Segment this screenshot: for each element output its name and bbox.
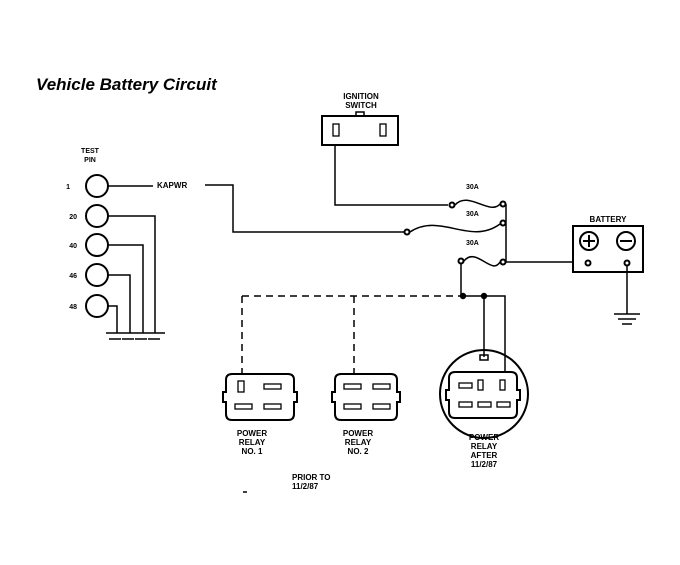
power-relay-2: POWER RELAY NO. 2	[331, 373, 401, 456]
fuse-1-element	[454, 199, 501, 208]
battery-label: BATTERY	[590, 215, 628, 224]
test-pin-20	[85, 204, 109, 228]
wire-pin20-ground	[108, 215, 156, 333]
power-relay-1-pin-4	[263, 403, 282, 410]
ignition-switch-label-1: IGNITION	[343, 92, 379, 101]
power-relay-1-pin-2	[263, 383, 282, 390]
wire-pin48-ground	[108, 305, 118, 333]
power-relay-3-pin-1	[458, 382, 473, 389]
power-relay-3: POWER RELAY AFTER 11/2/87	[439, 349, 529, 469]
fuse-1-rating: 30A	[466, 184, 479, 191]
wire-relay-feed	[461, 295, 506, 380]
fuse-2-rating: 30A	[466, 211, 479, 218]
power-relay-3-pin-6	[496, 401, 511, 408]
wire-ignition-switch	[334, 145, 448, 206]
test-pin-number-20: 20	[69, 214, 77, 221]
power-relay-3-label-4: 11/2/87	[471, 460, 498, 469]
ignition-switch-label-2: SWITCH	[345, 101, 377, 110]
power-relay-3-highlight-circle	[439, 349, 529, 439]
ignition-switch-tab	[355, 111, 365, 117]
battery: BATTERY	[572, 215, 644, 325]
ground-symbols	[106, 332, 165, 340]
power-relay-2-pin-1	[343, 383, 362, 390]
power-relay-2-pin-4	[372, 403, 391, 410]
diagram-title: Vehicle Battery Circuit	[36, 75, 218, 94]
junction-2	[480, 292, 488, 300]
power-relay-3-label-2: RELAY	[471, 442, 498, 451]
ignition-switch: IGNITION SWITCH	[321, 92, 399, 146]
test-pin-48	[85, 294, 109, 318]
test-pin-number-46: 46	[69, 273, 77, 280]
prior-note-line-2: 11/2/87	[292, 482, 319, 491]
power-relay-2-body	[331, 373, 401, 421]
fuse-1-terminal-b	[499, 200, 507, 208]
power-relay-2-label-1: POWER	[343, 429, 373, 438]
wire-pin46-ground	[108, 274, 131, 333]
test-pin-label-2: PIN	[84, 157, 96, 164]
power-relay-3-pin-2	[477, 379, 484, 391]
power-relay-2-label-3: NO. 2	[348, 447, 369, 456]
test-pin-number-1: 1	[66, 184, 70, 191]
fuse-3-terminal-a	[457, 257, 465, 265]
fuse-block: 30A 30A 30A	[334, 145, 578, 267]
test-pin-block: TEST PIN 1 20 40 46 48	[66, 148, 165, 340]
fuse-2-element	[409, 223, 501, 233]
power-relay-1-body	[222, 373, 298, 421]
wire-pin40-ground	[108, 244, 144, 333]
power-relay-2-pin-3	[343, 403, 362, 410]
fuse-1-terminal-a	[448, 201, 456, 209]
battery-negative-post	[623, 259, 631, 267]
power-relay-3-pin-4	[458, 401, 473, 408]
fuse-2-terminal-b	[499, 219, 507, 227]
battery-ground-symbol	[614, 313, 640, 325]
power-relay-3-label-3: AFTER	[471, 451, 498, 460]
power-relay-1: POWER RELAY NO. 1	[222, 373, 298, 456]
power-relay-1-pin-1	[237, 380, 245, 393]
power-relay-1-label-1: POWER	[237, 429, 267, 438]
test-pin-label-1: TEST	[81, 148, 100, 155]
fuse-3-element	[463, 255, 501, 267]
fuse-2-terminal-a	[403, 228, 411, 236]
power-relay-1-label-3: NO. 1	[242, 447, 263, 456]
power-relay-3-top-terminal	[479, 354, 489, 361]
power-relay-3-body	[445, 371, 521, 419]
junction-1	[459, 292, 467, 300]
ignition-switch-terminal-2	[379, 123, 387, 137]
power-relay-1-pin-3	[234, 403, 253, 410]
power-relay-3-label-1: POWER	[469, 433, 499, 442]
power-relay-2-pin-2	[372, 383, 391, 390]
test-pin-number-40: 40	[69, 243, 77, 250]
ignition-switch-terminal-1	[332, 123, 340, 137]
prior-note-line-1: PRIOR TO	[292, 473, 331, 482]
power-relay-3-pin-3	[499, 379, 506, 391]
battery-positive-post	[584, 259, 592, 267]
test-pin-1	[85, 174, 109, 198]
power-relay-1-label-2: RELAY	[239, 438, 266, 447]
kapwr-label: KAPWR	[157, 181, 187, 190]
wire-kapwr	[205, 184, 404, 233]
fuse-3-rating: 30A	[466, 240, 479, 247]
test-pin-46	[85, 263, 109, 287]
power-relay-3-pin-5	[477, 401, 492, 408]
fuse-3-terminal-b	[499, 258, 507, 266]
test-pin-40	[85, 233, 109, 257]
test-pin-number-48: 48	[69, 304, 77, 311]
power-relay-2-label-2: RELAY	[345, 438, 372, 447]
plus-icon	[583, 235, 595, 247]
